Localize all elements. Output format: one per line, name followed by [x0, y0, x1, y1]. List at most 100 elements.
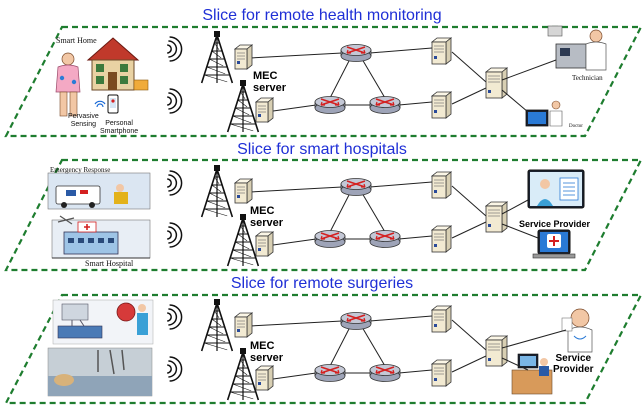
cell-tower-icon [200, 31, 234, 84]
server-icon [233, 312, 254, 338]
wireless-signal-icon [167, 222, 183, 248]
doctor-monitor-icon [527, 169, 585, 209]
mec-server-label-2: MEC server [250, 205, 284, 229]
pervasive-sensing-label: Pervasive Sensing [68, 113, 99, 128]
network-link [249, 52, 343, 59]
technician-label: Technician [572, 74, 603, 82]
server-icon [254, 231, 275, 257]
network-link [249, 320, 343, 327]
server-icon [254, 365, 275, 391]
wireless-signal-icon [167, 170, 183, 196]
server-icon [233, 178, 254, 204]
service-provider-label-3: Service Provider [553, 353, 594, 375]
router-icon [340, 312, 372, 330]
smart-home-illustration [86, 37, 149, 91]
server-icon [484, 201, 509, 233]
network-link [501, 357, 529, 371]
person-with-sensors [55, 52, 81, 117]
network-link [265, 372, 317, 381]
network-link [451, 87, 487, 105]
slice-title-health: Slice for remote health monitoring [202, 7, 442, 24]
server-icon [254, 97, 275, 123]
network-link [265, 238, 317, 247]
network-link [398, 235, 433, 240]
smart-hospital-illustration [51, 215, 151, 259]
network-link [451, 221, 487, 239]
router-icon [314, 96, 346, 114]
slice-title-surgeries: Slice for remote surgeries [230, 275, 414, 292]
network-link [369, 181, 433, 188]
network-link [398, 101, 433, 106]
doctor-label: Doctor [569, 124, 583, 129]
network-link [361, 326, 386, 367]
server-icon [430, 305, 453, 333]
server-icon [430, 91, 453, 119]
wireless-signal-icon [167, 304, 183, 330]
cell-tower-icon [226, 80, 260, 133]
router-icon [369, 230, 401, 248]
router-icon [369, 364, 401, 382]
smartphone-icon [107, 94, 119, 114]
network-link [501, 59, 557, 81]
network-link [369, 47, 433, 54]
server-icon [484, 67, 509, 99]
network-link [501, 199, 529, 215]
router-icon [314, 364, 346, 382]
cell-tower-icon [226, 214, 260, 267]
cell-tower-icon [200, 299, 234, 352]
wireless-signal-icon [167, 356, 183, 382]
slice-boundary [4, 25, 643, 138]
surgeon-workstation-icon [511, 353, 553, 395]
remote-surgery-robot-illustration [52, 299, 154, 345]
network-link [329, 326, 351, 367]
network-link [329, 58, 351, 99]
router-icon [340, 44, 372, 62]
technician-illustration [547, 25, 607, 71]
service-provider-doctor-illustration [561, 308, 593, 353]
wifi-sensor-icon [94, 100, 106, 108]
personal-smartphone-label: Personal Smartphone [100, 120, 139, 135]
network-link [361, 58, 386, 99]
network-link [249, 186, 343, 193]
medical-laptop-icon [532, 229, 576, 259]
server-icon [484, 335, 509, 367]
slice-title-hospitals: Slice for smart hospitals [237, 141, 407, 158]
network-link [265, 104, 317, 113]
network-link [398, 369, 433, 374]
cell-tower-icon [226, 348, 260, 401]
emergency-response-illustration [47, 172, 151, 210]
network-link [329, 192, 351, 233]
mec-server-label-1: MEC server [253, 70, 287, 94]
wireless-signal-icon [167, 36, 183, 62]
network-link [501, 223, 539, 239]
network-link [451, 51, 487, 83]
smart-hospital-label: Smart Hospital [85, 259, 134, 268]
network-link [451, 355, 487, 373]
network-link [501, 329, 567, 349]
network-link [361, 192, 386, 233]
network-link [451, 185, 487, 217]
emergency-response-label: Emergency Response [50, 166, 111, 174]
slice-boundary [4, 158, 643, 272]
doctor-illustration [525, 100, 563, 127]
router-icon [314, 230, 346, 248]
router-icon [369, 96, 401, 114]
router-icon [340, 178, 372, 196]
network-link [369, 315, 433, 322]
server-icon [233, 44, 254, 70]
server-icon [430, 225, 453, 253]
server-icon [430, 171, 453, 199]
network-link [451, 319, 487, 351]
mec-server-label-3: MEC server [250, 340, 284, 364]
slice-boundary [4, 293, 643, 405]
server-icon [430, 37, 453, 65]
server-icon [430, 359, 453, 387]
wireless-signal-icon [167, 88, 183, 114]
service-provider-label-2: Service Provider [519, 219, 591, 229]
smart-home-label: Smart Home [56, 36, 97, 45]
operating-room-photo [47, 347, 153, 397]
network-link [501, 89, 529, 113]
cell-tower-icon [200, 165, 234, 218]
